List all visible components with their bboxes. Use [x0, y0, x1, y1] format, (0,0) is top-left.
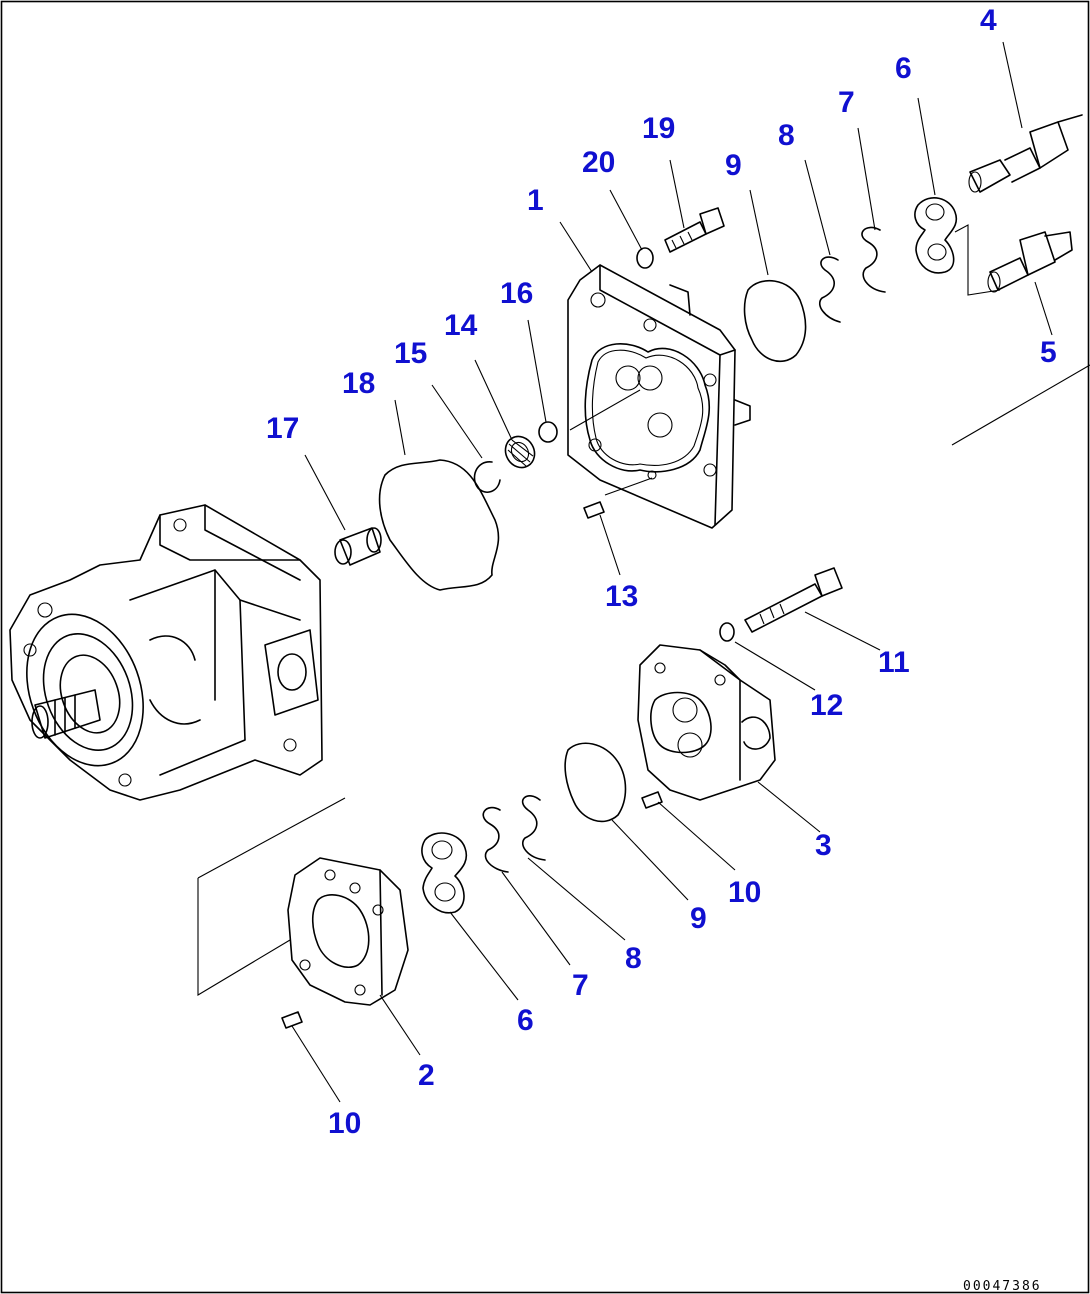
- part-9-gasket-upper: [743, 279, 807, 363]
- part-11-bolt: [744, 567, 843, 633]
- callout-1: 1: [527, 184, 544, 217]
- callout-10-left: 10: [328, 1107, 361, 1140]
- part-16-ring: [538, 421, 558, 443]
- part-7-seal-lower: [482, 806, 509, 873]
- callout-20: 20: [582, 146, 615, 179]
- callout-labels: 1 2 3 4 5 6 6 7 7 8 8 9 9 10 10 11 12 13…: [266, 4, 1057, 1140]
- callout-5: 5: [1040, 336, 1057, 369]
- leader-lines: [291, 41, 1053, 1103]
- callout-12: 12: [810, 689, 843, 722]
- callout-9-lower: 9: [690, 902, 707, 935]
- part-6-plate-upper: [914, 197, 958, 274]
- callout-17: 17: [266, 412, 299, 445]
- part-8-ring-lower: [521, 795, 546, 861]
- callout-8-upper: 8: [778, 119, 795, 152]
- part-3-housing: [637, 644, 776, 801]
- callout-11: 11: [878, 646, 910, 679]
- callout-6-upper: 6: [895, 52, 912, 85]
- part-18-gasket: [378, 459, 500, 591]
- part-10-pin-left: [281, 1011, 303, 1029]
- callout-9-upper: 9: [725, 149, 742, 182]
- callout-7-upper: 7: [838, 86, 855, 119]
- callout-16: 16: [500, 277, 533, 310]
- part-7-seal-upper: [861, 226, 886, 293]
- part-15-snap-ring: [473, 461, 501, 493]
- callout-7-lower: 7: [572, 969, 589, 1002]
- part-20-washer: [636, 247, 654, 269]
- callout-15: 15: [394, 337, 427, 370]
- part-1-cover-plate: [567, 264, 751, 529]
- callout-2: 2: [418, 1059, 435, 1092]
- part-4-drive-shaft: [968, 114, 1083, 193]
- callout-4: 4: [980, 4, 997, 37]
- part-13-pin: [583, 501, 605, 519]
- part-19-bolt: [664, 207, 725, 253]
- part-14-bearing: [504, 435, 536, 469]
- callout-18: 18: [342, 367, 375, 400]
- callout-14: 14: [444, 309, 478, 342]
- shaft-group-bracket: [954, 224, 1001, 296]
- callout-3: 3: [815, 829, 832, 862]
- part-17-bushing: [334, 527, 382, 566]
- part-5-driven-shaft: [987, 231, 1073, 293]
- part-12-washer: [719, 622, 735, 642]
- callout-10-right: 10: [728, 876, 761, 909]
- callout-13: 13: [605, 580, 638, 613]
- part-2-flange: [287, 857, 409, 1006]
- callout-8-lower: 8: [625, 942, 642, 975]
- alignment-lines: [197, 364, 1090, 996]
- document-number: 00047386: [963, 1279, 1042, 1294]
- part-8-ring-upper: [818, 256, 841, 323]
- pump-body-assembly: [9, 504, 323, 801]
- callout-6-lower: 6: [517, 1004, 534, 1037]
- part-9-gasket-lower: [564, 742, 627, 823]
- part-6-plate-lower: [421, 832, 468, 914]
- part-10-pin-right: [641, 791, 663, 809]
- callout-19: 19: [642, 112, 675, 145]
